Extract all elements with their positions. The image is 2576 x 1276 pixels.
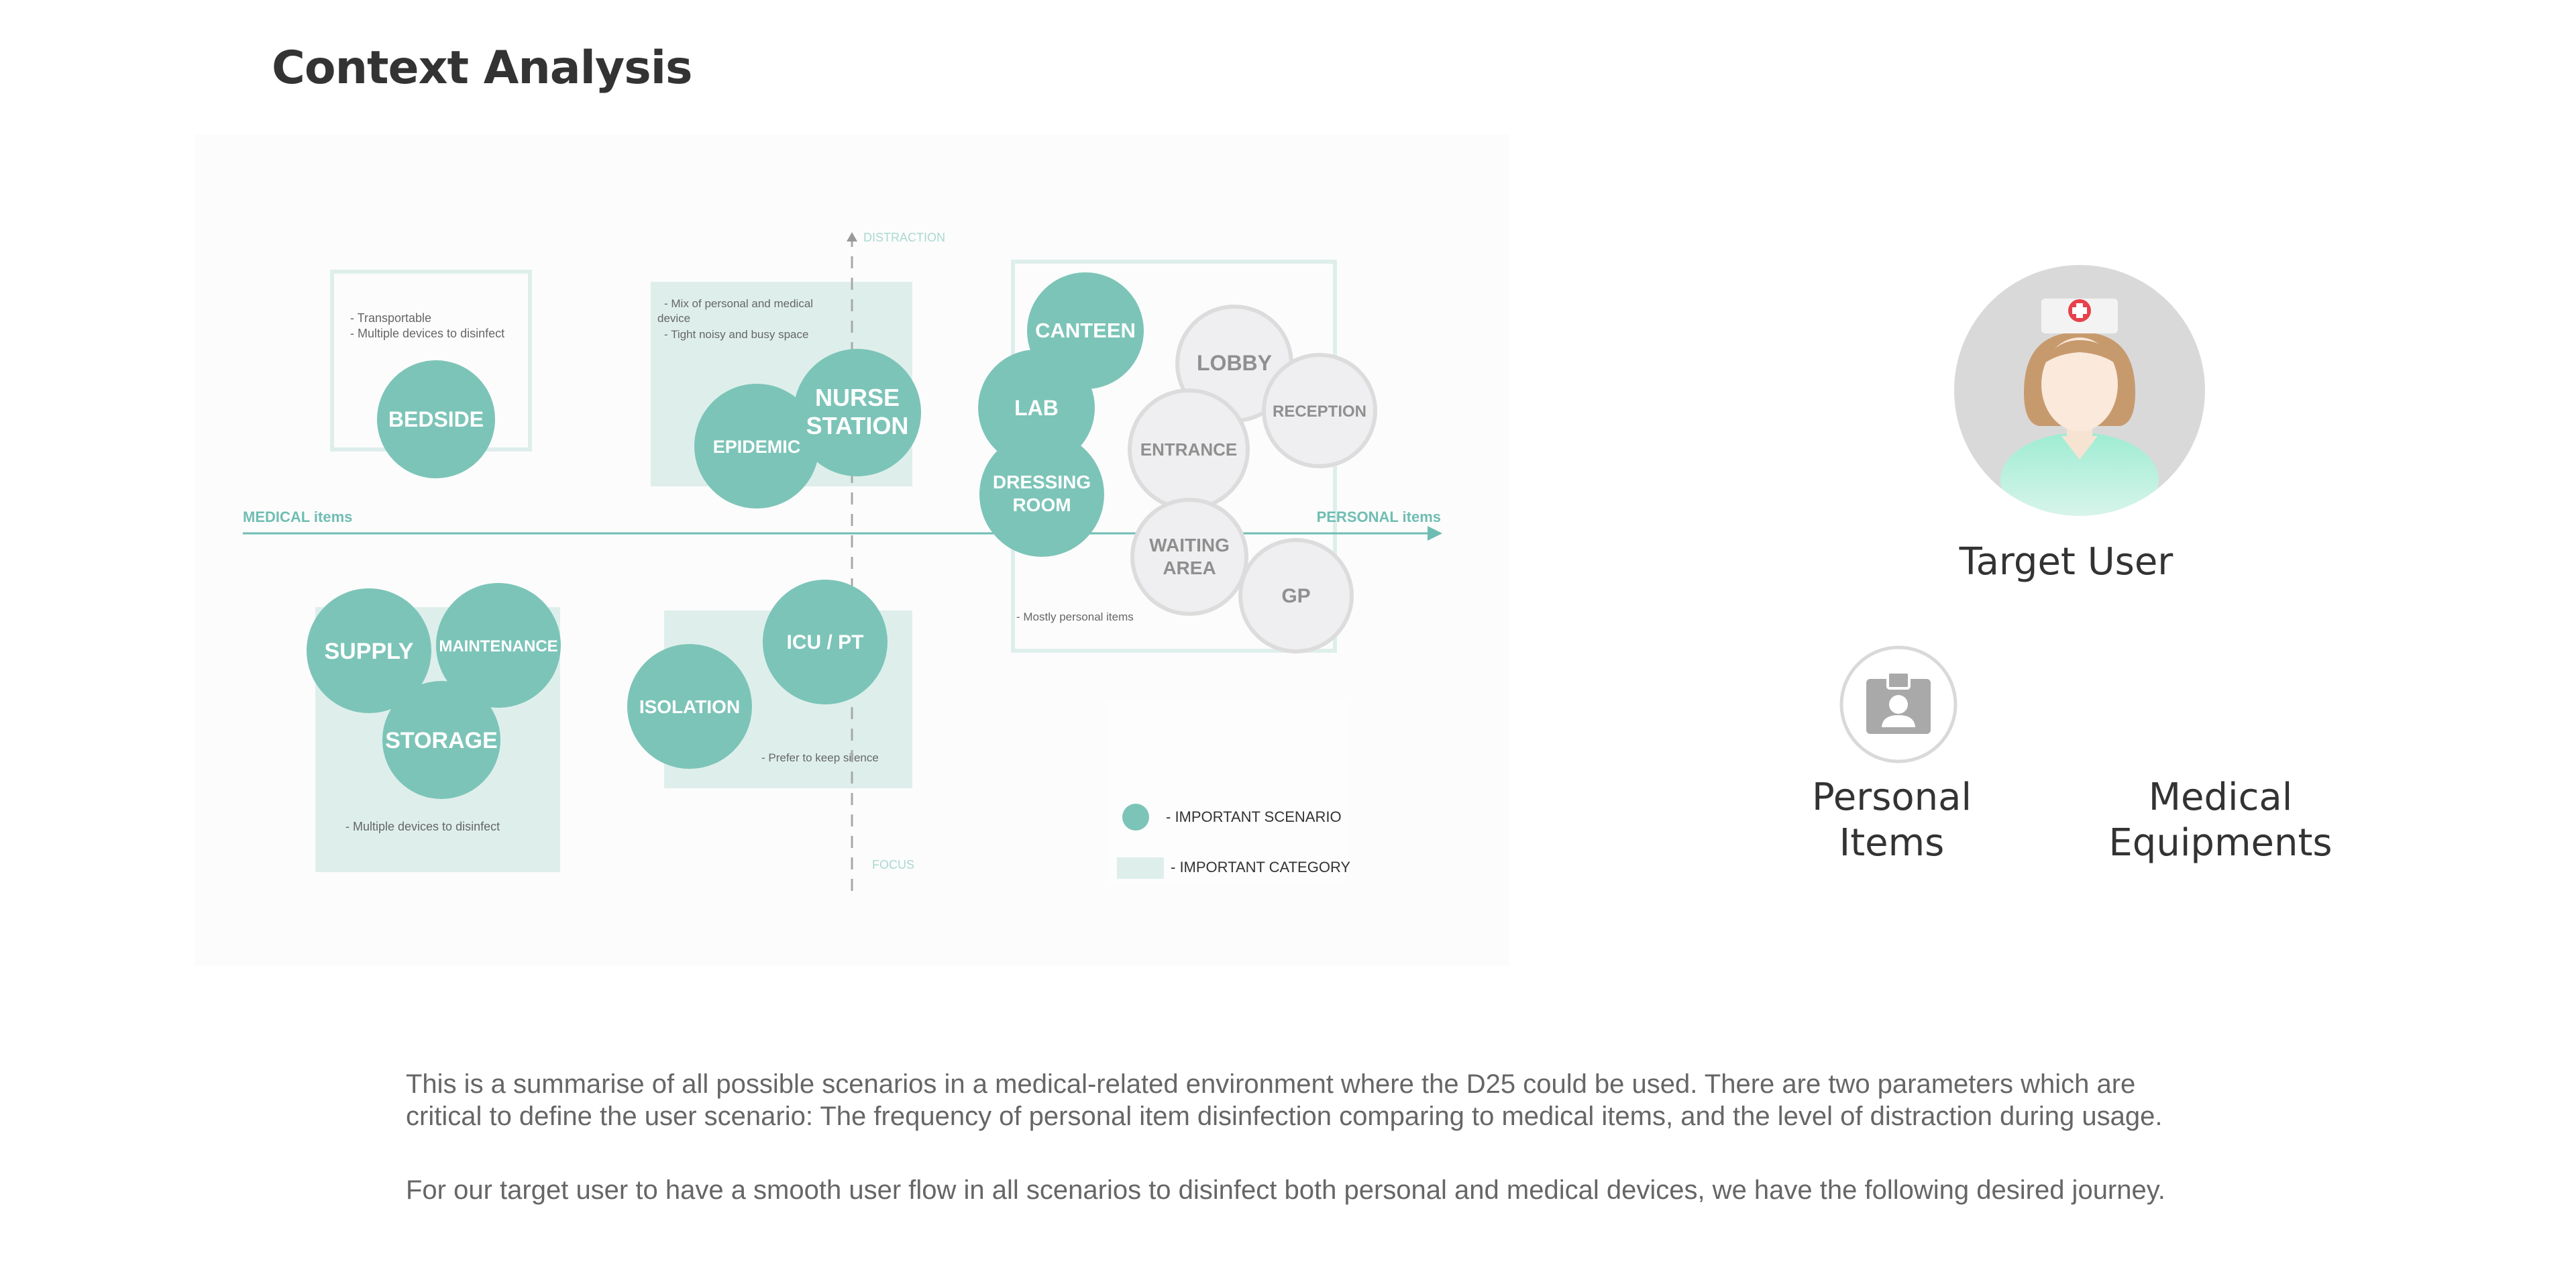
scenario-lab-label: LAB	[1014, 396, 1059, 420]
personal-items-line-1: Personal	[1811, 776, 1972, 819]
axis-label-personal: PERSONAL items	[1317, 509, 1441, 525]
page-title: Context Analysis	[272, 42, 693, 95]
scenario-storage-label: STORAGE	[385, 728, 498, 753]
scenario-dressing-label: DRESSING	[993, 472, 1091, 492]
note-prefer-silence: - Prefer to keep silence	[761, 751, 879, 764]
scenario-waiting-label: WAITING	[1149, 535, 1230, 555]
scenario-nurse-label: NURSE	[815, 384, 900, 411]
legend-scenario-swatch	[1122, 804, 1149, 831]
scenario-supply: SUPPLY	[307, 588, 431, 713]
scenario-canteen-label: CANTEEN	[1035, 319, 1136, 342]
scenario-isolation-label: ISOLATION	[639, 696, 740, 717]
scenario-nurse-station: NURSE STATION	[794, 349, 921, 476]
scenario-station-label: STATION	[806, 412, 909, 439]
description-line-1: This is a summarise of all possible scen…	[406, 1069, 2136, 1099]
context-diagram: - Transportable - Multiple devices to di…	[195, 134, 1509, 966]
scenario-epidemic: EPIDEMIC	[694, 384, 819, 509]
scenario-icu-label: ICU / PT	[786, 631, 863, 653]
note-mostly-personal: - Mostly personal items	[1016, 610, 1134, 623]
scenario-gp: GP	[1238, 538, 1354, 653]
legend-category-swatch	[1117, 857, 1164, 879]
scenario-reception: RECEPTION	[1262, 353, 1377, 468]
vertical-axis-arrow	[847, 232, 857, 242]
medical-equipments-label: Medical Equipments	[2053, 775, 2388, 866]
scenario-maintenance: MAINTENANCE	[436, 583, 561, 708]
scenario-epidemic-label: EPIDEMIC	[713, 437, 801, 457]
scenario-storage: STORAGE	[382, 681, 500, 799]
scenario-bedside-label: BEDSIDE	[388, 407, 484, 431]
personal-items-label: Personal Items	[1731, 775, 2053, 866]
medical-equipments-line-2: Equipments	[2108, 821, 2332, 865]
scenario-entrance-label: ENTRANCE	[1140, 439, 1237, 460]
legend-panel	[1106, 701, 1346, 882]
scenario-waiting-area: WAITING AREA	[1130, 498, 1248, 616]
scenario-icu-pt: ICU / PT	[763, 580, 888, 704]
scenario-room-label: ROOM	[1012, 494, 1071, 515]
legend-category-label: - IMPORTANT CATEGORY	[1171, 859, 1350, 875]
personal-items-line-2: Items	[1839, 821, 1945, 865]
scenario-area-label: AREA	[1163, 557, 1216, 578]
note-device: device	[657, 312, 690, 325]
target-user-label: Target User	[1959, 540, 2174, 584]
scenario-dressing-room: DRESSING ROOM	[979, 432, 1104, 557]
note-multiple-devices-bottom: - Multiple devices to disinfect	[345, 820, 500, 833]
id-badge-icon	[1839, 645, 1957, 763]
scenario-isolation: ISOLATION	[627, 644, 752, 769]
scenario-lobby-label: LOBBY	[1197, 351, 1272, 375]
medical-equipments-line-1: Medical	[2148, 776, 2293, 819]
nurse-avatar-icon	[1954, 265, 2205, 516]
horizontal-axis-arrow	[1428, 526, 1442, 541]
description-line-2: critical to define the user scenario: Th…	[406, 1102, 2163, 1131]
note-transportable: - Transportable	[350, 311, 431, 325]
description-paragraph-2: For our target user to have a smooth use…	[406, 1175, 2165, 1205]
scenario-supply-label: SUPPLY	[325, 639, 414, 664]
description-paragraph-1: This is a summarise of all possible scen…	[406, 1068, 2418, 1132]
scenario-maintenance-label: MAINTENANCE	[439, 637, 557, 655]
note-tight-noisy: - Tight noisy and busy space	[664, 328, 808, 341]
axis-label-focus: FOCUS	[872, 858, 914, 871]
legend-scenario-label: - IMPORTANT SCENARIO	[1166, 808, 1342, 825]
axis-label-medical: MEDICAL items	[243, 509, 352, 525]
note-multiple-devices: - Multiple devices to disinfect	[350, 327, 504, 340]
note-mix-personal-medical: - Mix of personal and medical	[664, 297, 813, 310]
scenario-gp-label: GP	[1281, 585, 1310, 607]
scenario-reception-label: RECEPTION	[1273, 403, 1366, 421]
scenario-entrance: ENTRANCE	[1128, 388, 1250, 511]
scenario-bedside: BEDSIDE	[377, 360, 495, 478]
axis-label-distraction: DISTRACTION	[863, 231, 945, 244]
